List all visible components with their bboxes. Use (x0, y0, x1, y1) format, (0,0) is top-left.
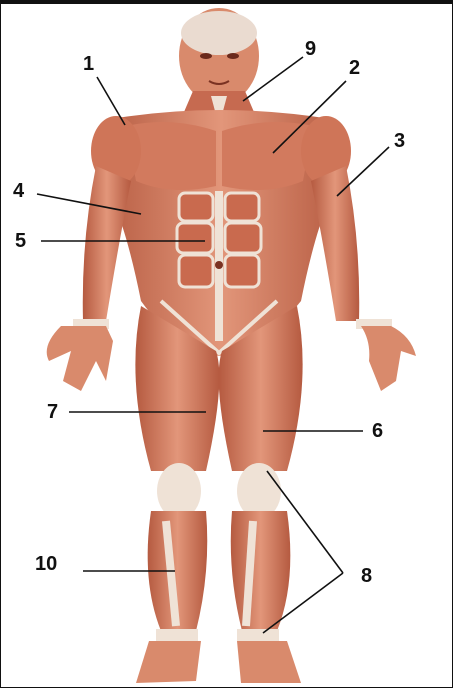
label-3: 3 (394, 131, 405, 151)
label-4: 4 (13, 181, 24, 201)
right-arm (311, 166, 416, 391)
left-arm (47, 166, 131, 391)
label-8: 8 (361, 566, 372, 586)
label-1: 1 (83, 54, 94, 74)
right-leg (219, 306, 303, 683)
label-10: 10 (35, 554, 57, 574)
label-9: 9 (305, 39, 316, 59)
label-5: 5 (15, 231, 26, 251)
label-7: 7 (47, 402, 58, 422)
label-2: 2 (349, 58, 360, 78)
left-leg (135, 306, 219, 683)
head (179, 8, 259, 104)
label-6: 6 (372, 421, 383, 441)
